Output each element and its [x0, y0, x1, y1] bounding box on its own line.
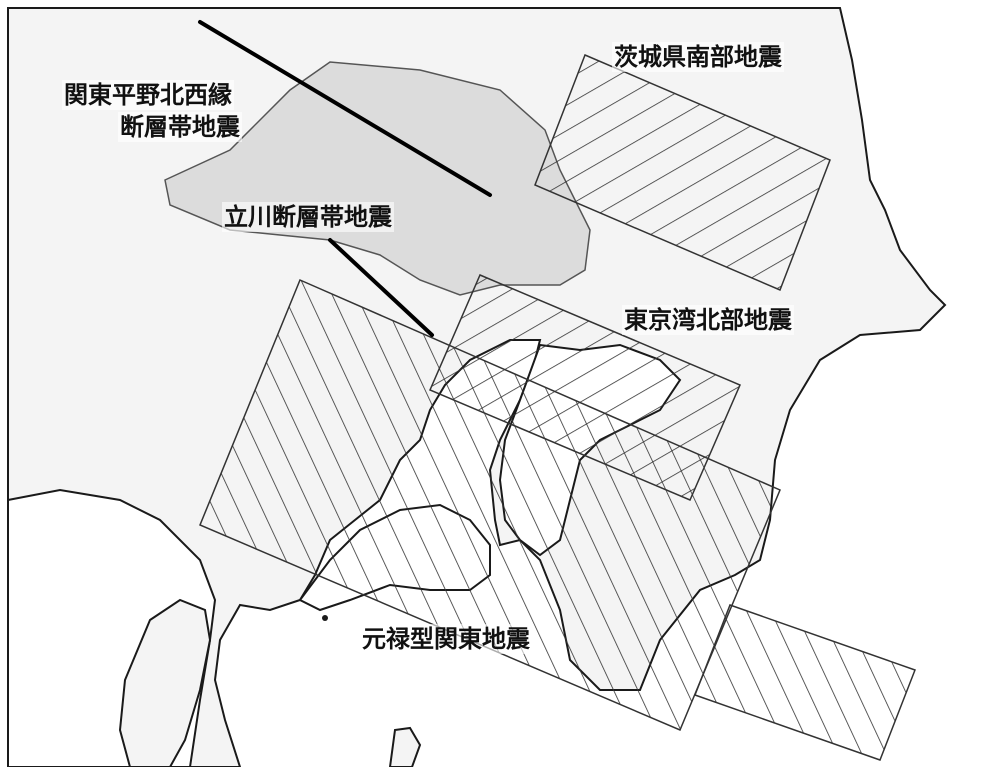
label-genroku: 元禄型関東地震 [360, 624, 532, 654]
island [388, 726, 422, 767]
izu-peninsula [118, 598, 212, 767]
genroku-kanto-zone [199, 279, 781, 731]
label-kanto-heiya-line2: 断層帯地震 [118, 112, 242, 142]
island [322, 615, 328, 621]
label-ibaraki: 茨城県南部地震 [612, 42, 784, 72]
ibaraki-south-zone [534, 54, 831, 291]
label-tokyo-bay: 東京湾北部地震 [622, 305, 794, 335]
saitama-region [164, 61, 591, 296]
genroku-kanto-zone-southeast [694, 604, 916, 761]
label-tachikawa: 立川断層帯地震 [222, 202, 394, 232]
label-kanto-heiya-line1: 関東平野北西縁 [62, 80, 234, 110]
tachikawa-fault-line [328, 238, 434, 337]
kanto-heiya-fault-line [198, 20, 492, 197]
